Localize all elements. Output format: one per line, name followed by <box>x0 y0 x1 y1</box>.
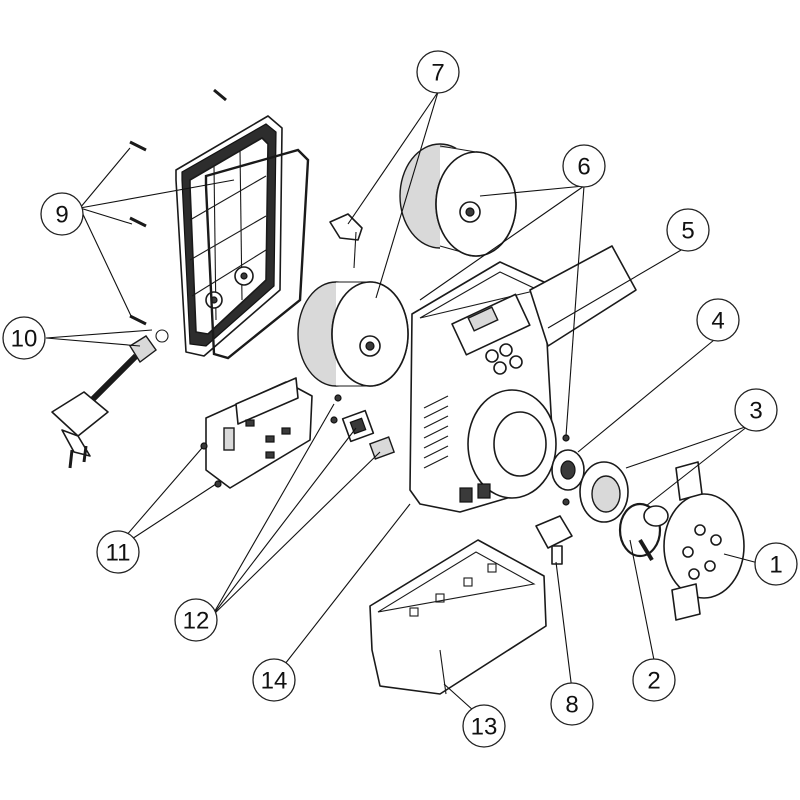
part-wall-bracket <box>369 539 547 695</box>
part-cover-gasket <box>204 148 310 360</box>
callout-label-9: 9 <box>55 202 68 229</box>
part-label-film <box>529 245 637 347</box>
part-connectors <box>330 394 396 460</box>
part-pump-head <box>638 461 745 621</box>
part-back-cover <box>175 115 283 357</box>
callout-label-1: 1 <box>769 552 782 579</box>
leader-lines <box>45 91 763 721</box>
callout-label-7: 7 <box>431 60 444 87</box>
part-diaphragm <box>579 461 662 558</box>
part-clip <box>329 213 363 269</box>
callout-label-6: 6 <box>577 154 590 181</box>
callout-label-10: 10 <box>11 326 38 353</box>
callout-label-8: 8 <box>565 692 578 719</box>
callout-label-2: 2 <box>647 668 660 695</box>
callout-3: 3 <box>734 388 778 432</box>
part-power-cord <box>51 329 169 469</box>
callout-4: 4 <box>696 298 740 342</box>
callout-label-12: 12 <box>183 608 210 635</box>
part-motor-top <box>399 143 517 257</box>
part-signal-connector <box>535 515 573 565</box>
part-circuit-board <box>200 377 313 489</box>
callout-7: 7 <box>416 50 460 94</box>
callout-label-5: 5 <box>681 218 694 245</box>
housing-vent-fins <box>423 395 449 469</box>
part-screws <box>129 88 227 326</box>
callout-label-13: 13 <box>471 714 498 741</box>
callout-label-4: 4 <box>711 308 724 335</box>
callout-12: 12 <box>174 598 218 642</box>
callout-label-14: 14 <box>261 668 288 695</box>
callout-label-3: 3 <box>749 398 762 425</box>
callout-6: 6 <box>562 144 606 188</box>
callout-11: 11 <box>96 530 140 574</box>
callout-1: 1 <box>754 542 798 586</box>
part-main-housing <box>409 261 557 513</box>
callout-8: 8 <box>550 682 594 726</box>
callout-2: 2 <box>632 658 676 702</box>
part-washer <box>551 434 585 506</box>
callout-10: 10 <box>2 316 46 360</box>
part-motor-left <box>297 281 409 387</box>
callout-label-11: 11 <box>106 540 131 567</box>
callout-5: 5 <box>666 208 710 252</box>
callout-13: 13 <box>462 704 506 748</box>
callout-14: 14 <box>252 658 296 702</box>
callout-9: 9 <box>40 192 84 236</box>
